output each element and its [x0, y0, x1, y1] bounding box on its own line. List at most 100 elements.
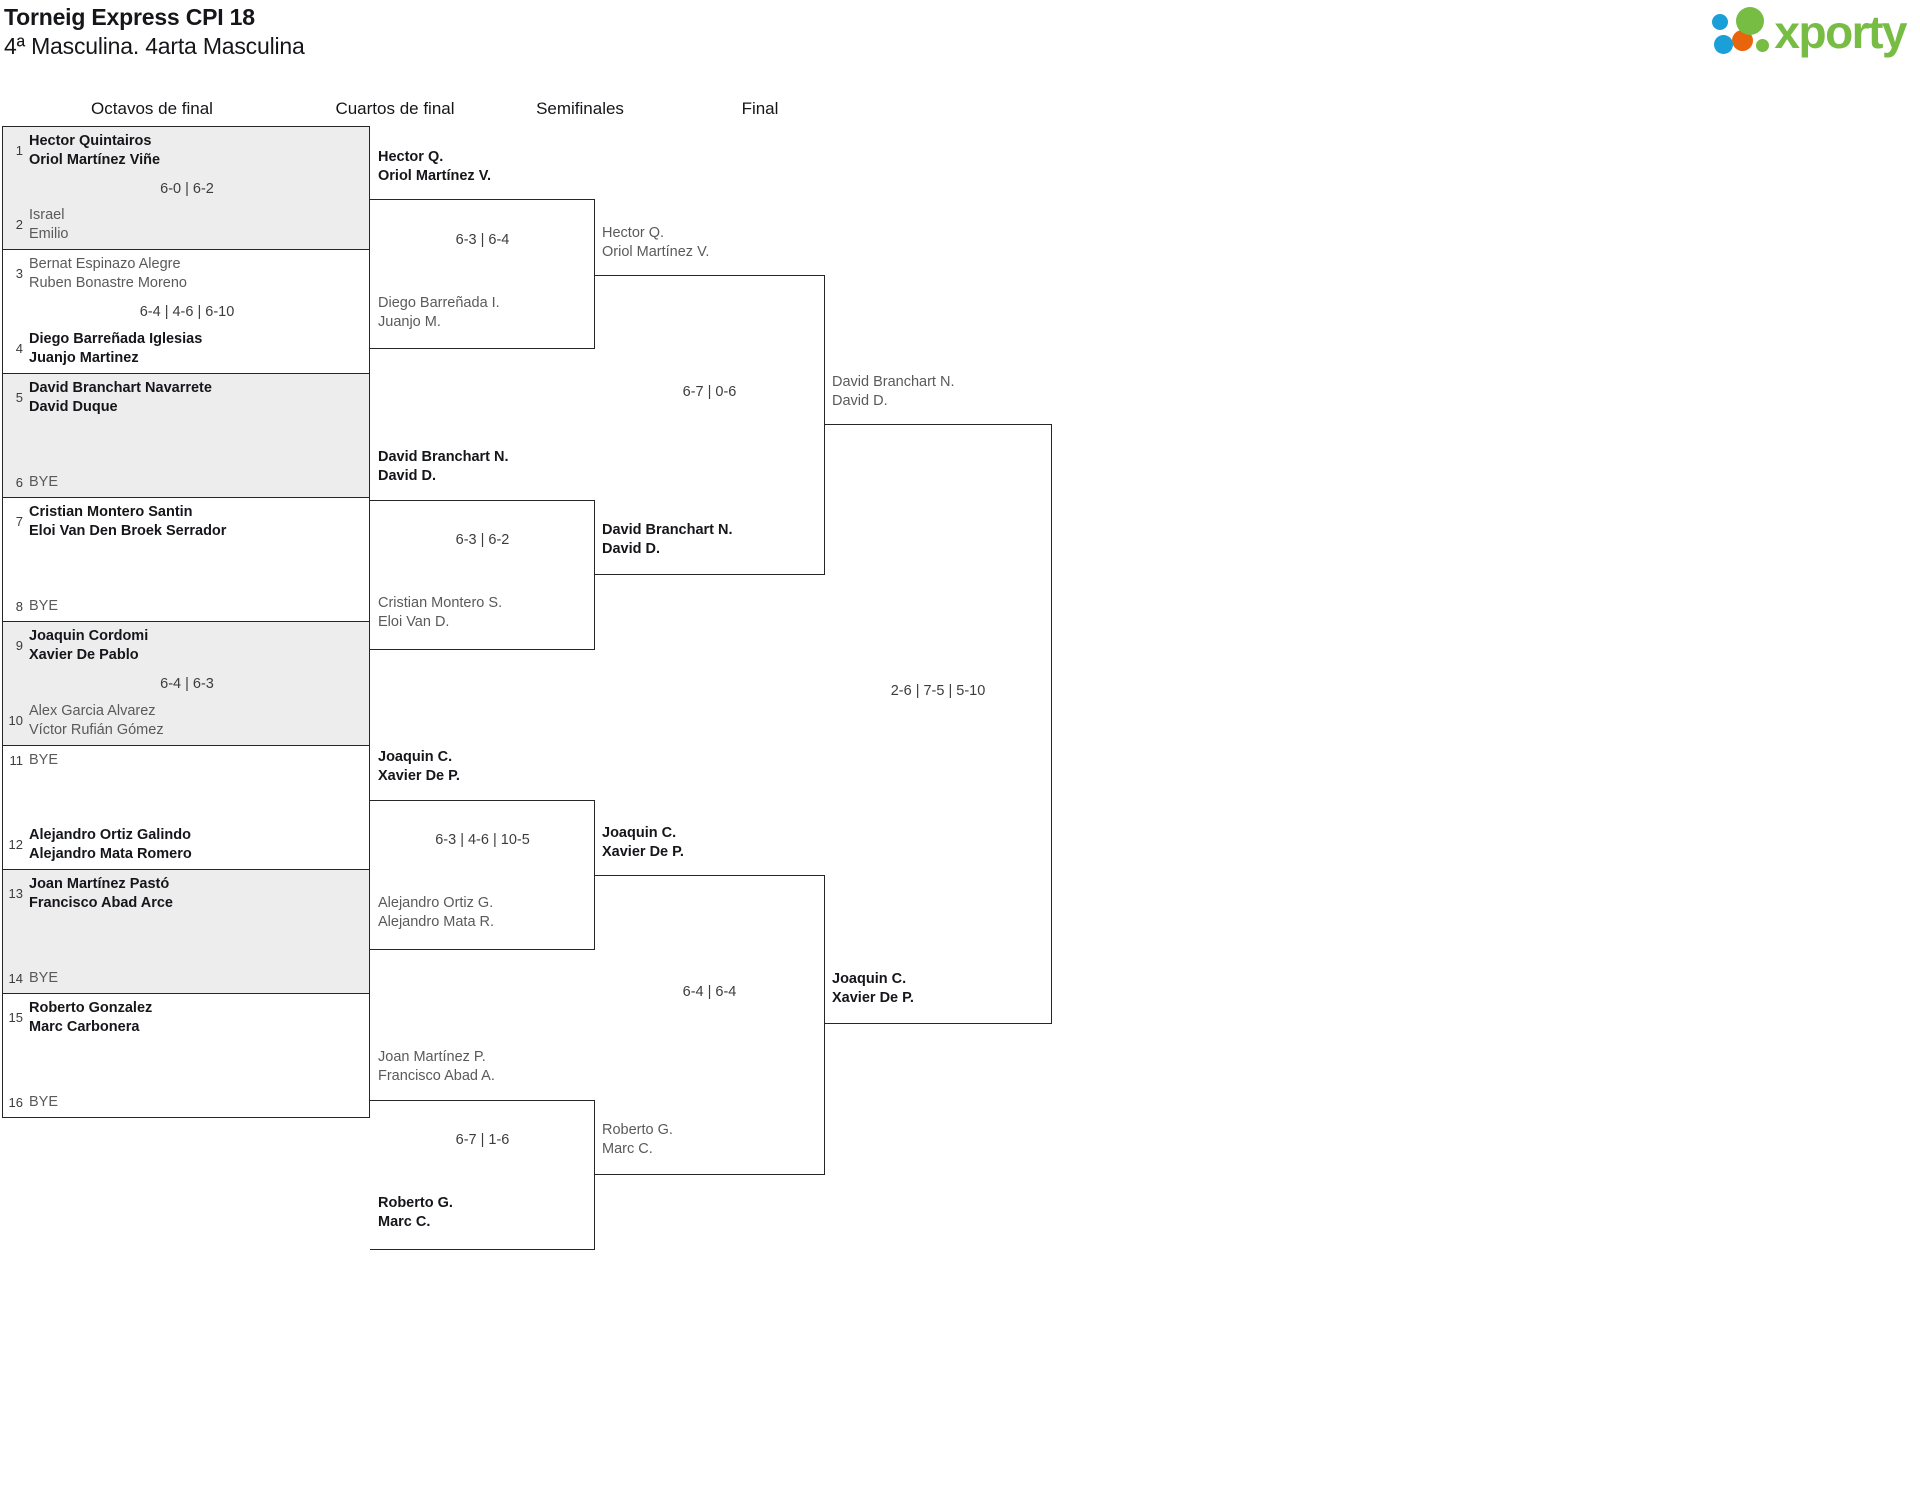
r3-score-2: 6-4 | 6-4 [682, 984, 737, 1000]
player-name-1: Hector Q. [378, 149, 444, 165]
round-header-octavos: Octavos de final [91, 99, 213, 118]
r2-connector-4 [370, 1100, 595, 1250]
r2-match-3-top[interactable]: Joaquin C. Xavier De P. [378, 748, 460, 786]
player-name-1: Joaquin C. [602, 825, 677, 841]
player-name-2: Xavier De P. [832, 990, 914, 1006]
r3-score-1: 6-7 | 0-6 [682, 384, 737, 400]
r4-connector-1 [824, 424, 1052, 1024]
player-name-1: Alejandro Ortiz Galindo [29, 827, 191, 843]
player-name-1: David Branchart N. [378, 449, 509, 465]
player-name-1: Alex Garcia Alvarez [29, 703, 156, 719]
round-header-cuartos: Cuartos de final [335, 99, 455, 118]
player-name-2: Emilio [29, 226, 69, 242]
player-name-2: Oriol Martínez V. [378, 168, 492, 184]
player-name-1: Joan Martínez Pastó [29, 876, 170, 892]
r3-match-2-top[interactable]: Joaquin C. Xavier De P. [602, 824, 684, 862]
player-name-1: Roberto Gonzalez [29, 1000, 153, 1016]
r3-match-1-bottom[interactable]: David Branchart N. David D. [602, 521, 733, 559]
tournament-title: Torneig Express CPI 18 [4, 4, 255, 30]
r3-connector-2 [594, 875, 825, 1175]
player-name-2: Juanjo Martinez [29, 350, 139, 366]
r1-score-1: 6-0 | 6-2 [160, 181, 214, 197]
r2-match-1-top[interactable]: Hector Q. Oriol Martínez V. [378, 148, 491, 186]
player-name-2: Juanjo M. [378, 314, 441, 330]
player-name-2: Eloi Van D. [378, 614, 450, 630]
bye-label: BYE [29, 970, 59, 986]
seed-number: 13 [8, 886, 23, 901]
r2-match-2-top[interactable]: David Branchart N. David D. [378, 448, 509, 486]
seed-number: 10 [8, 713, 23, 728]
player-name-1: Joan Martínez P. [378, 1049, 486, 1065]
player-name-1: Roberto G. [602, 1122, 673, 1138]
round-header-semis: Semifinales [536, 99, 624, 118]
player-name-2: David D. [378, 468, 437, 484]
r1-slot-seed-14[interactable]: 14 BYE [3, 969, 371, 988]
seed-number: 5 [15, 390, 23, 405]
bye-label: BYE [29, 1094, 59, 1110]
player-name-2: Oriol Martínez V. [602, 244, 710, 260]
player-name-1: Hector Q. [602, 225, 665, 241]
seed-number: 15 [8, 1010, 23, 1025]
r2-match-4-bottom[interactable]: Roberto G. Marc C. [378, 1194, 453, 1232]
r1-slot-seed-16[interactable]: 16 BYE [3, 1093, 371, 1112]
r4-score-1: 2-6 | 7-5 | 5-10 [890, 683, 986, 699]
r4-match-1-top[interactable]: David Branchart N. David D. [832, 373, 955, 411]
bye-label: BYE [29, 474, 59, 490]
player-name-1: Diego Barreñada Iglesias [29, 331, 203, 347]
player-name-1: Alejandro Ortiz G. [378, 895, 494, 911]
r1-slot-seed-11[interactable]: 11 BYE [3, 751, 371, 770]
player-name-1: Cristian Montero Santin [29, 504, 193, 520]
seed-number: 4 [15, 341, 23, 356]
player-name-2: Alejandro Mata R. [378, 914, 495, 930]
player-name-2: Alejandro Mata Romero [29, 846, 192, 862]
player-name-1: Israel [29, 207, 65, 223]
r1-slot-seed-8[interactable]: 8 BYE [3, 597, 371, 616]
r3-match-2-bottom[interactable]: Roberto G. Marc C. [602, 1121, 673, 1159]
page-header: Torneig Express CPI 18 4ª Masculina. 4ar… [0, 0, 1920, 95]
r2-match-4-top[interactable]: Joan Martínez P. Francisco Abad A. [378, 1048, 495, 1086]
r2-connector-1 [370, 199, 595, 349]
player-name-2: Eloi Van Den Broek Serrador [29, 523, 227, 539]
seed-number: 9 [15, 638, 23, 653]
r4-match-1-bottom[interactable]: Joaquin C. Xavier De P. [832, 970, 914, 1008]
xporty-logo: xporty [1712, 6, 1907, 58]
player-name-1: Hector Quintairos [29, 133, 152, 149]
seed-number: 7 [15, 514, 23, 529]
r2-match-2-bottom[interactable]: Cristian Montero S. Eloi Van D. [378, 594, 502, 632]
logo-wordmark: xporty [1774, 6, 1907, 58]
seed-number: 14 [8, 971, 23, 986]
r2-score-4: 6-7 | 1-6 [455, 1132, 510, 1148]
player-name-1: David Branchart N. [832, 374, 955, 390]
r3-match-1-top[interactable]: Hector Q. Oriol Martínez V. [602, 224, 709, 262]
seed-number: 2 [15, 217, 23, 232]
r2-match-1-bottom[interactable]: Diego Barreñada I. Juanjo M. [378, 294, 500, 332]
r2-score-1: 6-3 | 6-4 [455, 232, 510, 248]
r1-slot-seed-6[interactable]: 6 BYE [3, 473, 371, 492]
player-name-1: Joaquin C. [378, 749, 453, 765]
title-block: Torneig Express CPI 18 4ª Masculina. 4ar… [4, 3, 305, 61]
tournament-subtitle: 4ª Masculina. 4arta Masculina [4, 33, 305, 59]
r2-match-3-bottom[interactable]: Alejandro Ortiz G. Alejandro Mata R. [378, 894, 494, 932]
player-name-2: David D. [602, 541, 661, 557]
r1-score-5: 6-4 | 6-3 [160, 676, 214, 692]
